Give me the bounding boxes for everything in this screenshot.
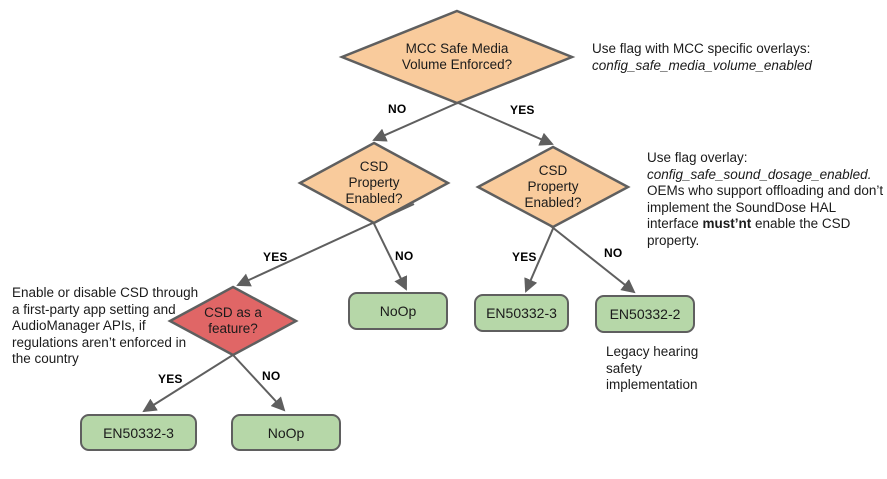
diamond-csd-feature xyxy=(167,285,299,357)
diamond-csd-feature-label: CSD as a feature? xyxy=(204,305,262,336)
annotation-csd-flag-name: config_safe_sound_dosage_enabled. xyxy=(647,166,872,182)
diamond-mcc-enforced-label: MCC Safe Media Volume Enforced? xyxy=(401,41,513,72)
annotation-csd-flag-body-end: enable the CSD property. xyxy=(647,216,851,248)
edge-label-mcc-yes: YES xyxy=(510,103,535,117)
edge-label-csdright-yes: YES xyxy=(512,250,537,264)
annotation-enable-disable: Enable or disable CSD through a first-pa… xyxy=(12,285,199,366)
diamond-csd-property-right xyxy=(475,145,631,229)
diamond-csd-property-left-label: CSD Property Enabled? xyxy=(345,159,403,206)
annotation-csd-flag-body: OEMs who support offloading and don’t im… xyxy=(647,183,884,231)
annotation-csd-flag-intro: Use flag overlay: xyxy=(647,150,748,165)
terminal-en50332-2: EN50332-2 xyxy=(595,295,695,333)
annotation-csd-flag: Use flag overlay: config_safe_sound_dosa… xyxy=(647,150,887,249)
terminal-noop-mid: NoOp xyxy=(348,292,448,330)
annotation-mcc-flag-name: config_safe_media_volume_enabled xyxy=(592,57,812,73)
edge-label-csdleft-no: NO xyxy=(395,249,414,263)
terminal-noop-mid-label: NoOp xyxy=(379,303,417,319)
annotation-csd-flag-emphasis: must’nt xyxy=(702,216,752,231)
terminal-en50332-2-label: EN50332-2 xyxy=(609,306,681,322)
edge-label-csdleft-yes: YES xyxy=(263,250,288,264)
diamond-csd-property-left xyxy=(297,141,451,225)
terminal-en50332-3-right-label: EN50332-3 xyxy=(486,305,557,321)
terminal-en50332-3-bottom: EN50332-3 xyxy=(80,414,197,451)
terminal-noop-bottom-label: NoOp xyxy=(267,424,305,441)
annotation-mcc-flag-text: Use flag with MCC specific overlays: xyxy=(592,41,811,56)
terminal-en50332-3-right: EN50332-3 xyxy=(474,294,569,332)
terminal-en50332-3-bottom-label: EN50332-3 xyxy=(103,424,174,441)
edge-label-mcc-no: NO xyxy=(388,102,407,116)
diamond-csd-property-right-label: CSD Property Enabled? xyxy=(524,163,582,210)
annotation-mcc-flag: Use flag with MCC specific overlays: con… xyxy=(592,41,882,74)
terminal-noop-bottom: NoOp xyxy=(231,414,341,451)
annotation-legacy: Legacy hearing safety implementation xyxy=(606,344,699,392)
edge-label-csdright-no: NO xyxy=(604,246,623,260)
diamond-mcc-enforced xyxy=(338,9,576,105)
edge-label-feature-yes: YES xyxy=(158,372,183,386)
edge-label-feature-no: NO xyxy=(262,369,281,383)
